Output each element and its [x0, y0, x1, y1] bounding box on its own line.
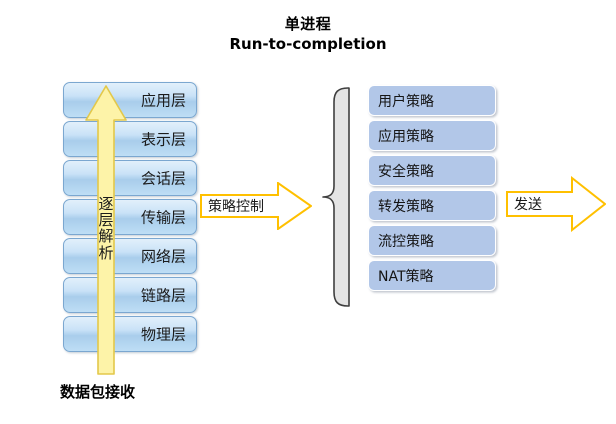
osi-layer-physical[interactable]: 物理层 — [63, 316, 197, 352]
policy-item-label: 用户策略 — [378, 93, 434, 110]
up-arrow-char: 层 — [98, 211, 114, 230]
up-arrow-label: 逐 层 解 析 — [84, 196, 128, 261]
osi-layer-stack: 应用层 表示层 会话层 传输层 网络层 链路层 物理层 — [63, 82, 197, 355]
policy-item-flow-control[interactable]: 流控策略 — [368, 225, 496, 256]
osi-layer-presentation[interactable]: 表示层 — [63, 121, 197, 157]
up-arrow-char: 析 — [98, 243, 114, 262]
policy-control-label: 策略控制 — [208, 199, 264, 215]
policy-item-application[interactable]: 应用策略 — [368, 120, 496, 151]
send-arrow-icon: 发送 — [506, 176, 606, 232]
osi-layer-label: 链路层 — [140, 286, 186, 305]
policy-item-label: 流控策略 — [378, 233, 434, 250]
packet-receive-label: 数据包接收 — [60, 383, 136, 401]
osi-layer-label: 应用层 — [140, 91, 186, 110]
osi-layer-session[interactable]: 会话层 — [63, 160, 197, 196]
policy-item-user[interactable]: 用户策略 — [368, 85, 496, 116]
osi-layer-label: 会话层 — [140, 169, 186, 188]
policy-item-forwarding[interactable]: 转发策略 — [368, 190, 496, 221]
up-arrow-char: 逐 — [98, 195, 114, 213]
up-arrow-icon: 逐 层 解 析 — [84, 84, 128, 376]
osi-layer-label: 网络层 — [140, 247, 186, 266]
policy-item-label: 应用策略 — [378, 128, 434, 145]
left-curly-brace-icon — [322, 86, 350, 308]
title-line-chinese: 单进程 — [284, 15, 332, 33]
policy-item-label: 安全策略 — [378, 163, 434, 180]
up-arrow-char: 解 — [98, 227, 114, 246]
title-line-english: Run-to-completion — [229, 35, 387, 54]
policy-item-label: NAT策略 — [378, 268, 434, 285]
osi-layer-datalink[interactable]: 链路层 — [63, 277, 197, 313]
osi-layer-label: 物理层 — [140, 325, 186, 344]
send-label: 发送 — [514, 197, 542, 213]
osi-layer-network[interactable]: 网络层 — [63, 238, 197, 274]
policy-list: 用户策略 应用策略 安全策略 转发策略 流控策略 NAT策略 — [368, 85, 496, 295]
diagram-title: 单进程 Run-to-completion — [148, 14, 468, 55]
policy-item-security[interactable]: 安全策略 — [368, 155, 496, 186]
osi-layer-transport[interactable]: 传输层 — [63, 199, 197, 235]
osi-layer-label: 表示层 — [140, 130, 186, 149]
policy-item-label: 转发策略 — [378, 198, 434, 215]
policy-control-arrow-icon: 策略控制 — [200, 182, 312, 230]
osi-layer-application[interactable]: 应用层 — [63, 82, 197, 118]
osi-layer-label: 传输层 — [140, 208, 186, 227]
policy-item-nat[interactable]: NAT策略 — [368, 260, 496, 291]
